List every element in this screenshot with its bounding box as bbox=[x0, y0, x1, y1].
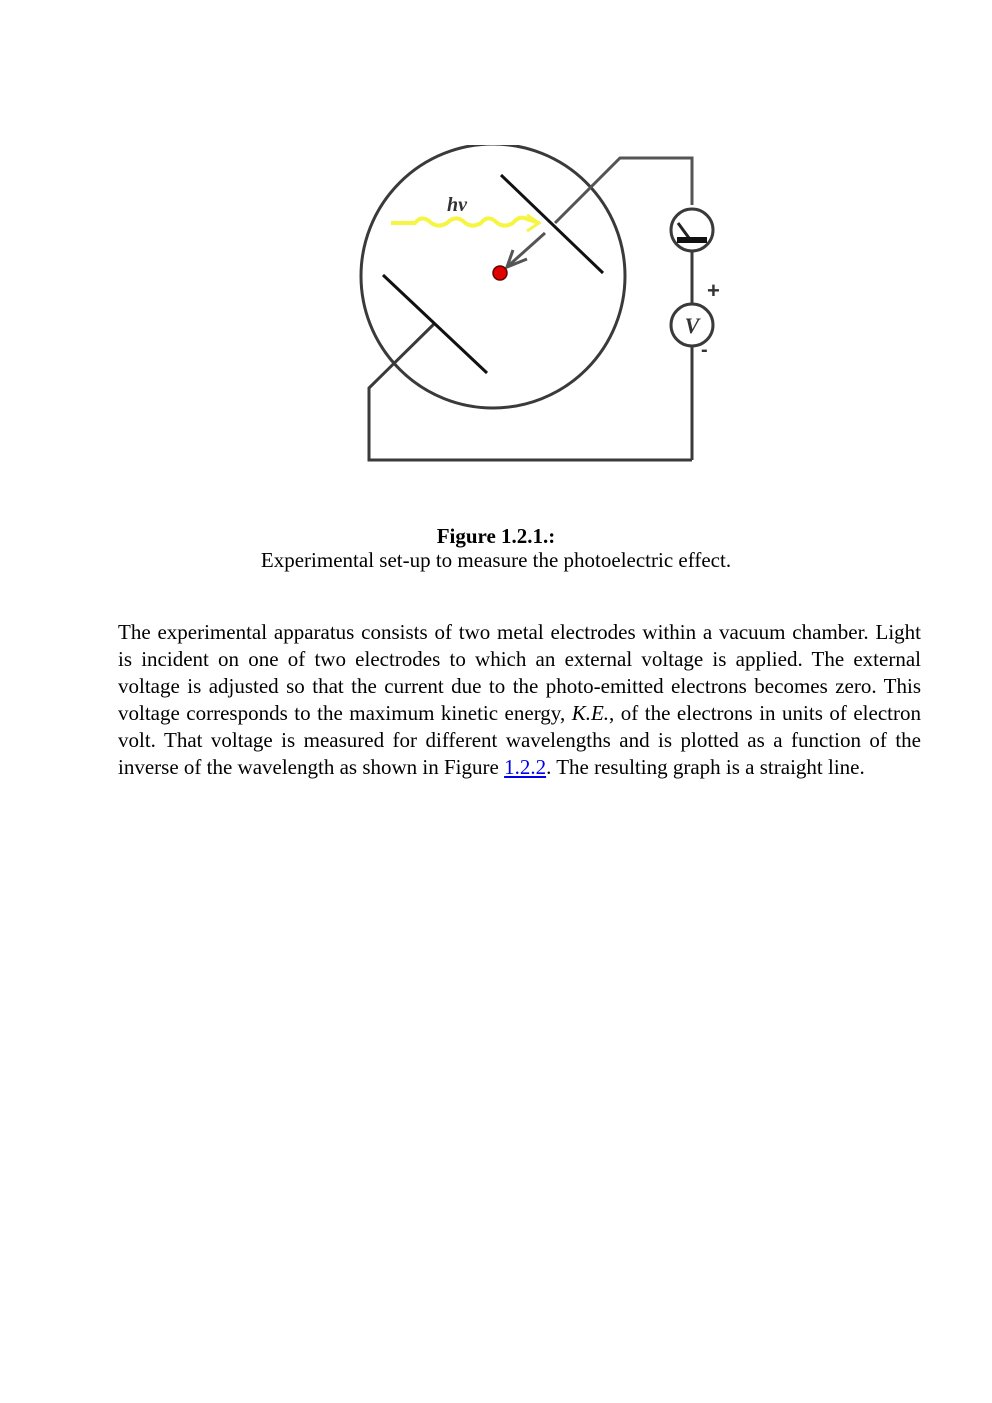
figure-caption-text: Experimental set-up to measure the photo… bbox=[260, 548, 732, 572]
anode-electrode bbox=[381, 273, 489, 375]
kinetic-energy-symbol: K.E. bbox=[571, 701, 610, 725]
paragraph-text-1: The experimental apparatus consists of t… bbox=[118, 620, 921, 725]
electron-arrow-icon bbox=[505, 231, 547, 269]
body-paragraph: The experimental apparatus consists of t… bbox=[118, 619, 921, 781]
photon-label: hν bbox=[447, 194, 468, 216]
voltmeter-label: V bbox=[685, 313, 702, 338]
wire-top bbox=[553, 156, 694, 225]
ammeter-needle bbox=[676, 222, 691, 239]
electron-dot-icon bbox=[492, 265, 508, 281]
paragraph-text-3: . The resulting graph is a straight line… bbox=[546, 755, 865, 779]
photon-wave-icon bbox=[391, 215, 540, 228]
photoelectric-setup-diagram: hν V + - bbox=[355, 145, 725, 475]
cathode-electrode bbox=[499, 173, 605, 275]
ammeter-base bbox=[677, 237, 707, 243]
minus-terminal-label: - bbox=[701, 339, 708, 361]
wire-bottom bbox=[367, 321, 692, 462]
electron-arrowhead-icon bbox=[504, 249, 528, 270]
paragraph-text-2: , of the electrons in units of electron … bbox=[118, 701, 921, 779]
figure-1-2-2-link[interactable]: 1.2.2 bbox=[504, 755, 547, 779]
figure-caption-title: Figure 1.2.1.: bbox=[436, 524, 556, 548]
voltmeter-icon bbox=[669, 302, 715, 348]
vacuum-chamber bbox=[359, 145, 627, 410]
photon-arrowhead-icon bbox=[526, 213, 542, 233]
plus-terminal-label: + bbox=[707, 278, 720, 303]
ammeter-icon bbox=[669, 207, 715, 253]
